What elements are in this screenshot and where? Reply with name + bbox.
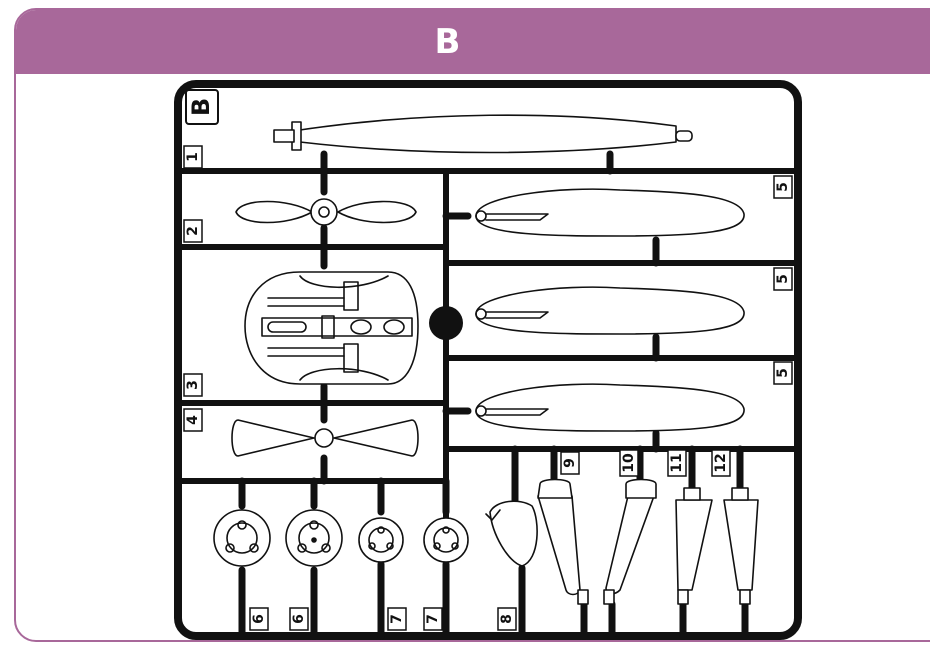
- svg-text:1: 1: [185, 152, 201, 162]
- part-label-2: 2: [183, 219, 203, 243]
- part-10-leg: [603, 478, 657, 605]
- part-label-5c: 5: [773, 361, 793, 385]
- part-7-wheel-b: [423, 517, 469, 563]
- part-6-wheel-a: [213, 509, 271, 567]
- svg-text:7: 7: [389, 614, 405, 624]
- svg-text:4: 4: [185, 415, 201, 425]
- part-5-wing-b: [475, 286, 745, 335]
- svg-text:2: 2: [185, 226, 201, 236]
- svg-text:6: 6: [251, 614, 267, 624]
- part-7-wheel-a: [358, 517, 404, 563]
- sprue-letter-box: [185, 89, 219, 125]
- part-label-7b: 7: [423, 607, 443, 631]
- part-label-12: 12: [711, 449, 731, 477]
- part-1-fuselage: [273, 114, 693, 154]
- part-label-5b: 5: [773, 267, 793, 291]
- part-label-1: 1: [183, 145, 203, 169]
- svg-text:5: 5: [775, 368, 791, 378]
- central-sprue-hub: [429, 306, 463, 340]
- part-label-8: 8: [497, 607, 517, 631]
- part-label-3: 3: [183, 373, 203, 397]
- svg-text:6: 6: [291, 614, 307, 624]
- svg-text:5: 5: [775, 182, 791, 192]
- svg-text:10: 10: [621, 453, 637, 473]
- header-title: B: [434, 22, 462, 62]
- svg-text:7: 7: [425, 614, 441, 624]
- part-8-tail: [485, 500, 538, 567]
- part-label-5a: 5: [773, 175, 793, 199]
- part-label-4: 4: [183, 408, 203, 432]
- svg-text:11: 11: [669, 453, 685, 472]
- svg-text:12: 12: [713, 453, 729, 472]
- part-label-11: 11: [667, 449, 687, 477]
- part-12-leg: [723, 487, 759, 605]
- card-header: B: [16, 10, 930, 74]
- part-2-propeller: [235, 198, 417, 226]
- svg-text:8: 8: [499, 614, 515, 624]
- svg-text:9: 9: [562, 458, 578, 468]
- svg-text:3: 3: [185, 380, 201, 390]
- part-6-wheel-b: [285, 509, 343, 567]
- part-label-6b: 6: [289, 607, 309, 631]
- part-9-leg: [537, 478, 589, 605]
- part-label-6a: 6: [249, 607, 269, 631]
- part-5-wing-c: [475, 383, 745, 432]
- part-3-body: [244, 271, 419, 385]
- part-11-leg: [675, 487, 713, 605]
- part-label-7a: 7: [387, 607, 407, 631]
- svg-text:5: 5: [775, 274, 791, 284]
- part-label-9: 9: [560, 451, 580, 475]
- instruction-card: B: [14, 8, 930, 642]
- part-5-wing-a: [475, 188, 745, 237]
- sprue-letter: B: [187, 98, 215, 116]
- part-label-10: 10: [619, 449, 639, 477]
- part-4-propeller: [231, 419, 419, 457]
